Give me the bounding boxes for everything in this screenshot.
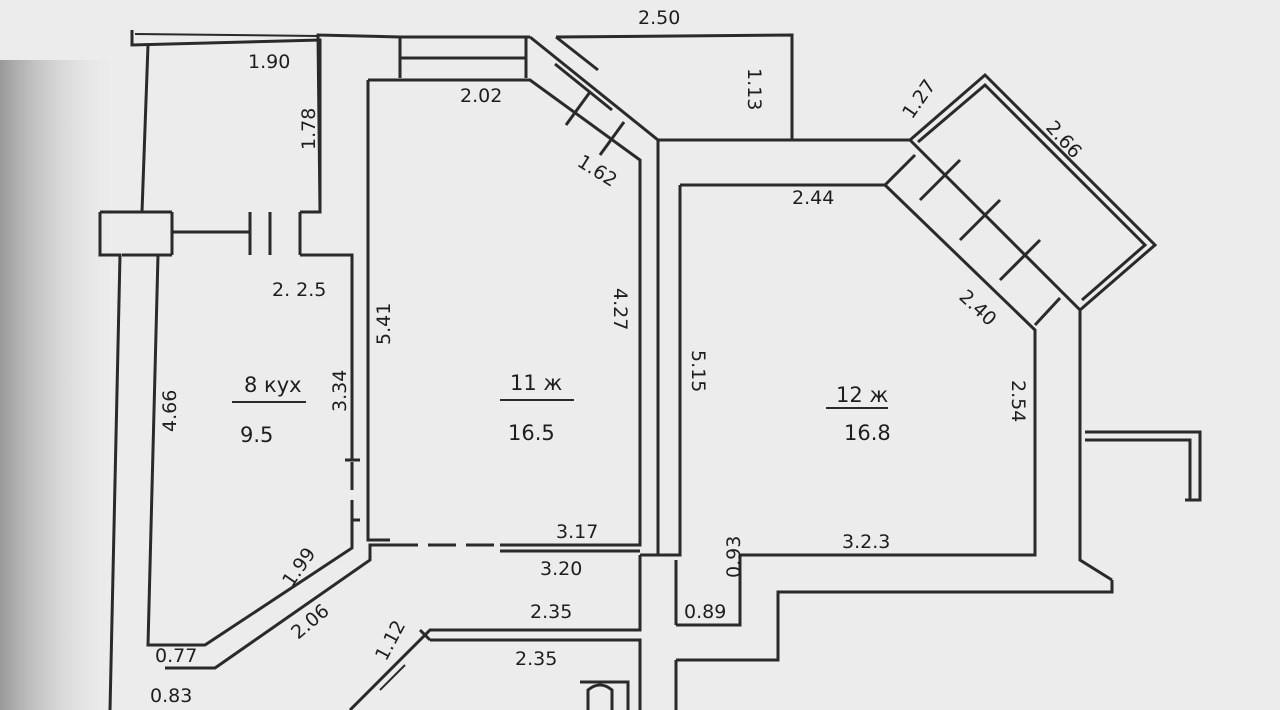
- dim-hall-door: 0.89: [684, 601, 726, 623]
- dim-kitchen-diag-2: 2.06: [287, 600, 334, 644]
- dim-room12-diag: 2.40: [955, 286, 1001, 331]
- photo-shadow: [0, 60, 120, 710]
- dim-loggia-left-depth: 1.78: [298, 108, 320, 150]
- partition-11-12: [640, 140, 682, 557]
- hall-walls: [348, 555, 1114, 710]
- room-11-walls: [366, 62, 642, 553]
- right-loggia: [909, 72, 1158, 312]
- dim-room12-left: 5.15: [687, 350, 709, 392]
- outer-walls: [98, 33, 910, 710]
- room11-name: 11 ж: [510, 371, 562, 395]
- dim-room11-top: 2.02: [460, 85, 502, 107]
- left-loggia: [130, 30, 322, 213]
- room12-name: 12 ж: [836, 383, 888, 407]
- dim-kitchen-diag-1: 1.99: [278, 544, 320, 591]
- dim-hall-width-2: 2.35: [515, 648, 557, 670]
- dim-room11-diag: 1.62: [573, 151, 621, 192]
- dim-hall-width-1: 2.35: [530, 601, 572, 623]
- dim-loggia-left-width: 1.90: [248, 51, 290, 73]
- room-labels: 8 кух 9.5 11 ж 16.5 12 ж 16.8: [232, 371, 891, 447]
- dim-room11-left: 5.41: [373, 303, 395, 345]
- kitchen-area: 9.5: [240, 423, 273, 447]
- dim-kitchen-stub-1: 0.77: [155, 645, 197, 667]
- dim-loggia-right-short: 1.27: [898, 76, 940, 123]
- dim-kitchen-wall: 3.34: [329, 370, 351, 412]
- room12-area: 16.8: [844, 421, 891, 445]
- kitchen-name: 8 кух: [244, 373, 302, 397]
- room-12-walls: [680, 138, 1113, 582]
- dimension-labels: 2.50 1.90 1.78 2.02 1.13 1.62 2.44 1.27 …: [150, 7, 1086, 707]
- dim-kitchen-stub-2: 0.83: [150, 685, 192, 707]
- right-balcony-stub: [1085, 430, 1202, 502]
- dim-kitchen-left: 4.66: [159, 390, 181, 432]
- dim-corridor-step: 0.93: [723, 536, 745, 578]
- dim-room11-right: 4.27: [609, 288, 631, 330]
- dim-room12-right: 2.54: [1007, 380, 1029, 422]
- dim-corridor-top: 3.20: [540, 558, 582, 580]
- dim-kitchen-top: 2. 2.5: [272, 279, 326, 301]
- dim-room12-top: 2.44: [792, 187, 834, 209]
- kitchen-walls: [146, 254, 390, 670]
- dim-loggia-mid-depth: 1.13: [743, 68, 765, 110]
- dim-room12-bottom: 3.2.3: [842, 531, 890, 553]
- room11-area: 16.5: [508, 421, 555, 445]
- dim-room11-bottom: 3.17: [556, 521, 598, 543]
- dim-top-width-right: 2.50: [638, 7, 680, 29]
